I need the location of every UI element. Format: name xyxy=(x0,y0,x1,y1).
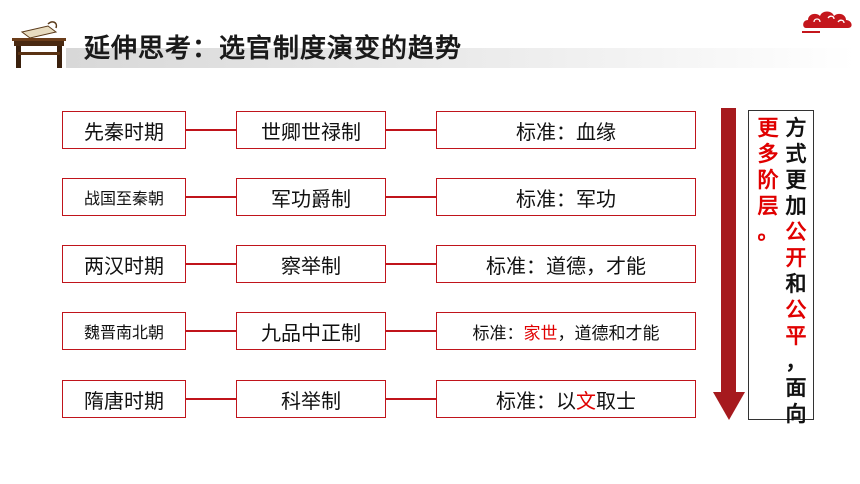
period-box: 隋唐时期 xyxy=(62,380,186,418)
conclusion-char: 面 xyxy=(785,375,807,400)
period-box: 战国至秦朝 xyxy=(62,178,186,216)
standard-box: 标准：家世，道德和才能 xyxy=(436,312,696,350)
standard-text: 取士 xyxy=(596,388,636,413)
connector-line xyxy=(186,398,236,400)
standard-box: 标准：血缘 xyxy=(436,111,696,149)
conclusion-box: 方 式 更 加 公 开 和 公 平 ， 面 向 更 多 阶 层 。 xyxy=(748,110,814,426)
period-box: 先秦时期 xyxy=(62,111,186,149)
standard-text: ，道德和才能 xyxy=(557,323,660,344)
conclusion-char: 式 xyxy=(785,141,807,166)
standard-box: 标准：军功 xyxy=(436,178,696,216)
standard-box: 标准：道德，才能 xyxy=(436,245,696,283)
conclusion-char-highlight: 开 xyxy=(785,245,807,270)
connector-line xyxy=(186,263,236,265)
header-bar xyxy=(66,48,856,68)
conclusion-char-highlight: 多 xyxy=(757,141,779,166)
standard-text: 标准：军功 xyxy=(516,186,616,211)
standard-highlight: 文 xyxy=(576,388,596,413)
system-box: 军功爵制 xyxy=(236,178,386,216)
conclusion-char: ， xyxy=(785,349,807,374)
standard-highlight: 家世 xyxy=(523,323,558,344)
connector-line xyxy=(186,129,236,131)
connector-line xyxy=(386,398,436,400)
standard-text: 标准：以 xyxy=(496,388,576,413)
conclusion-char-highlight: 公 xyxy=(785,297,807,322)
system-box: 科举制 xyxy=(236,380,386,418)
connector-line xyxy=(386,330,436,332)
standard-box: 标准：以文取士 xyxy=(436,380,696,418)
conclusion-char: 方 xyxy=(785,115,807,140)
conclusion-char: 加 xyxy=(785,193,807,218)
auspicious-cloud-icon xyxy=(802,11,852,33)
conclusion-char-highlight: 平 xyxy=(785,323,807,348)
page-title: 延伸思考：选官制度演变的趋势 xyxy=(84,34,463,64)
conclusion-char-highlight: 层 xyxy=(757,193,779,218)
conclusion-column-left: 更 多 阶 层 。 xyxy=(755,115,781,245)
conclusion-char-highlight: 阶 xyxy=(757,167,779,192)
down-arrow-icon xyxy=(713,392,745,420)
system-box: 九品中正制 xyxy=(236,312,386,350)
standard-text: 标准：道德，才能 xyxy=(486,253,646,278)
connector-line xyxy=(186,330,236,332)
conclusion-column-right: 方 式 更 加 公 开 和 公 平 ， 面 向 xyxy=(783,115,809,427)
connector-line xyxy=(386,263,436,265)
conclusion-char: 向 xyxy=(785,401,807,426)
period-box: 魏晋南北朝 xyxy=(62,312,186,350)
system-box: 世卿世禄制 xyxy=(236,111,386,149)
period-box: 两汉时期 xyxy=(62,245,186,283)
trend-arrow-shaft xyxy=(721,108,736,398)
scholar-desk-icon xyxy=(12,21,66,68)
connector-line xyxy=(386,196,436,198)
conclusion-char-highlight: 更 xyxy=(757,115,779,140)
standard-text: 标准：血缘 xyxy=(516,119,616,144)
conclusion-char-highlight: 。 xyxy=(757,219,779,244)
system-box: 察举制 xyxy=(236,245,386,283)
connector-line xyxy=(386,129,436,131)
connector-line xyxy=(186,196,236,198)
conclusion-char: 更 xyxy=(785,167,807,192)
conclusion-char-highlight: 公 xyxy=(785,219,807,244)
conclusion-char: 和 xyxy=(785,271,807,296)
standard-text: 标准： xyxy=(472,323,524,344)
